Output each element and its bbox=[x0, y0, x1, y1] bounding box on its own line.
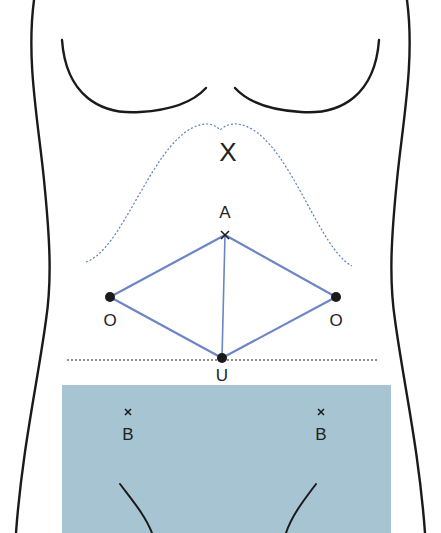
port-axis bbox=[222, 235, 225, 358]
torso-right-outline bbox=[391, 0, 425, 533]
breast-right bbox=[235, 40, 379, 112]
groin-right bbox=[286, 484, 316, 533]
port-dot bbox=[331, 292, 341, 302]
port-diamond bbox=[110, 235, 336, 358]
groin-left bbox=[120, 484, 152, 533]
label-anchor: B bbox=[315, 426, 326, 443]
label-anchor: X bbox=[219, 139, 236, 165]
label-anchor: B bbox=[122, 426, 133, 443]
shaded-region bbox=[62, 385, 391, 533]
label-anchor: O bbox=[329, 312, 342, 329]
breast-left bbox=[62, 40, 206, 112]
port-letter: O bbox=[103, 312, 116, 329]
label-anchor: O bbox=[103, 312, 116, 329]
costal-margin bbox=[86, 124, 352, 266]
label-anchor: U bbox=[216, 367, 228, 384]
cross-mark bbox=[221, 231, 229, 239]
cross-mark bbox=[318, 409, 324, 415]
port-letter: A bbox=[219, 204, 230, 221]
port-letter: B bbox=[122, 426, 133, 443]
port-letter: U bbox=[216, 367, 228, 384]
label-anchor: A bbox=[219, 204, 230, 221]
cross-mark bbox=[125, 409, 131, 415]
port-letter: B bbox=[315, 426, 326, 443]
port-dot bbox=[105, 292, 115, 302]
port-dot bbox=[217, 353, 227, 363]
port-letter: O bbox=[329, 312, 342, 329]
torso-left-outline bbox=[16, 0, 50, 533]
xiphoid-mark: X bbox=[219, 139, 236, 165]
